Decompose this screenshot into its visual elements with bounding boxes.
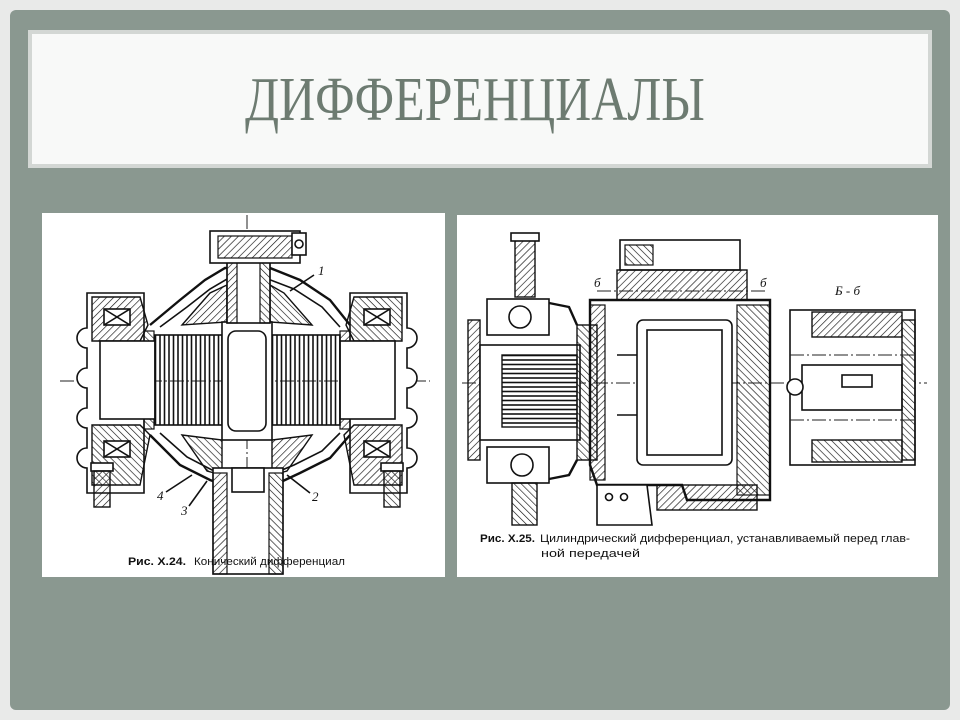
cylindrical-differential-drawing: б б Б - б Рис. Х.25. Цилиндрический дифф… (462, 232, 927, 560)
left-half-shaft (99, 340, 156, 420)
large-gear (636, 319, 733, 466)
conical-differential-drawing: 1 4 3 2 Рис. Х.24. Конический дифференци… (60, 215, 430, 575)
section-label-right: б (760, 275, 767, 290)
label-2: 2 (312, 489, 319, 504)
label-3: 3 (180, 503, 188, 518)
label-1: 1 (318, 263, 325, 278)
flange-housing (467, 232, 579, 526)
bottom-pinion-shaft (212, 467, 284, 575)
figure-number: Рис. Х.25. (480, 533, 535, 545)
bolt-icon (786, 378, 804, 396)
bolt-icon (604, 492, 614, 502)
right-half-shaft (339, 340, 396, 420)
gear-housing (588, 298, 772, 511)
section-label-left: б (594, 275, 601, 290)
figure-conical-differential: 1 4 3 2 Рис. Х.24. Конический дифференци… (42, 213, 445, 577)
figure-number: Рис. Х.24. (128, 556, 186, 568)
slide-title: ДИФФЕРЕНЦИАЛЫ (245, 66, 705, 134)
right-spline (271, 334, 341, 426)
label-4: 4 (157, 488, 164, 503)
figure-caption: Конический дифференциал (194, 556, 345, 568)
bearing-ball-icon (510, 453, 534, 477)
bearing-ball-icon (508, 305, 532, 329)
differential-spider (221, 321, 273, 441)
shaft-spline (501, 354, 578, 428)
mounting-foot (596, 484, 653, 526)
figure-caption-line-1: Цилиндрический дифференциал, устанавлива… (540, 533, 910, 545)
top-gear (597, 239, 767, 301)
left-spline (154, 334, 223, 426)
title-box (28, 30, 932, 168)
figure-cylindrical-differential: б б Б - б Рис. Х.25. Цилиндрический дифф… (457, 215, 938, 577)
part-labels: 1 4 3 2 (157, 263, 325, 518)
bolt-icon (291, 232, 307, 256)
bolt-icon (619, 492, 629, 502)
section-view (786, 309, 916, 466)
figure-caption-line-2: ной передачей (541, 548, 640, 560)
section-view-label: Б - б (834, 283, 860, 298)
top-pinion-shaft (209, 230, 307, 324)
